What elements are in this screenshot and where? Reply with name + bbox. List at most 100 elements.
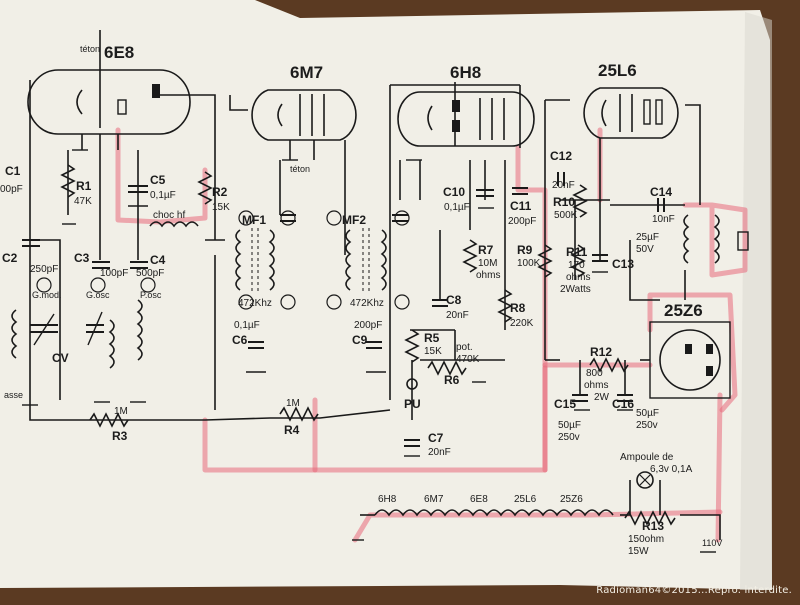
value-c16: 50µF	[636, 408, 659, 419]
label-110v: 110V	[702, 538, 722, 548]
wiring	[29, 30, 721, 540]
label-masse: asse	[4, 390, 23, 400]
tube-label-25z6: 25Z6	[664, 301, 703, 320]
label-c7: C7	[428, 431, 444, 445]
filament-label-3: 6E8	[470, 494, 488, 505]
label-choc-hf: choc hf	[153, 210, 185, 221]
label-c9: C9	[352, 333, 368, 347]
value-r12: 800	[586, 368, 603, 379]
label-r2: R2	[212, 185, 228, 199]
label-mf1: MF1	[242, 213, 266, 227]
value-c1: 00pF	[0, 184, 23, 195]
label-c6: C6	[232, 333, 248, 347]
label-c11: C11	[510, 199, 532, 213]
resistors	[60, 164, 676, 526]
label-c14: C14	[650, 185, 672, 199]
label-c10: C10	[443, 185, 465, 199]
label-c8: C8	[446, 293, 462, 307]
label-r13: R13	[642, 519, 664, 533]
value-r8: 220K	[510, 318, 534, 329]
value-r2: 15K	[212, 202, 230, 213]
label-p-osc: P.osc	[140, 290, 162, 300]
label-g-osc: G.osc	[86, 290, 110, 300]
tube-6h8: 6H8	[397, 63, 535, 147]
value-c12: 20nF	[552, 180, 575, 191]
label-pu: PU	[404, 397, 421, 411]
watts-r11: 2Watts	[560, 284, 591, 295]
value-c10: 0,1µF	[444, 202, 470, 213]
watts-r12: 2W	[594, 392, 610, 403]
value-r3: 1M	[114, 406, 128, 417]
label-r3: R3	[112, 429, 128, 443]
label-lamp-1: Ampoule de	[620, 452, 674, 463]
labels: C1 00pF R1 47K C5 0,1µF R2 15K choc hf C…	[0, 149, 722, 557]
value-r7: 10M	[478, 258, 497, 269]
value-r4: 1M	[286, 398, 300, 409]
label-r11: R11	[566, 245, 588, 259]
value-r6: 470K	[456, 354, 480, 365]
teton-label-2: téton	[290, 164, 310, 174]
value-r1: 47K	[74, 196, 92, 207]
value-c15: 50µF	[558, 420, 581, 431]
teton-label: téton	[80, 44, 100, 54]
tube-6m7: 6M7 téton	[251, 63, 357, 174]
label-r9: R9	[517, 243, 533, 257]
prefix-r6: pot.	[456, 342, 473, 353]
value-c7: 20nF	[428, 447, 451, 458]
label-c3: C3	[74, 251, 90, 265]
pu-input-jack-icon	[406, 378, 418, 390]
unit-r12: ohms	[584, 380, 608, 391]
voltage-c16: 250v	[636, 420, 658, 431]
value-c5: 0,1µF	[150, 190, 176, 201]
value-c6: 0,1µF	[234, 320, 260, 331]
unit-r7: ohms	[476, 270, 500, 281]
label-r8: R8	[510, 301, 526, 315]
value-r5: 15K	[424, 346, 442, 357]
label-cv: CV	[52, 351, 69, 365]
label-r7: R7	[478, 243, 494, 257]
unit-r11: ohms	[566, 272, 590, 283]
filament-chain: 6H8 6M7 6E8 25L6 25Z6	[378, 494, 583, 505]
label-r10: R10	[553, 195, 575, 209]
label-r12: R12	[590, 345, 612, 359]
label-c4: C4	[150, 253, 166, 267]
tube-label-6m7: 6M7	[290, 63, 323, 82]
label-r5: R5	[424, 331, 440, 345]
tube-6e8: 6E8 téton	[27, 40, 191, 150]
value-c4: 500pF	[136, 268, 164, 279]
label-c1: C1	[5, 164, 21, 178]
tube-label-6e8: 6E8	[104, 43, 134, 62]
label-r4: R4	[284, 423, 300, 437]
voltage-c15: 250v	[558, 432, 580, 443]
value-c8: 20nF	[446, 310, 469, 321]
label-c5: C5	[150, 173, 166, 187]
label-r1: R1	[76, 179, 92, 193]
label-c12: C12	[550, 149, 572, 163]
value-c2: 250pF	[30, 264, 58, 275]
value-r9: 100K	[517, 258, 541, 269]
label-r6: R6	[444, 373, 460, 387]
filament-label-5: 25Z6	[560, 494, 583, 505]
tube-label-25l6: 25L6	[598, 61, 637, 80]
filament-label-1: 6H8	[378, 494, 397, 505]
paper-sheet	[0, 0, 772, 590]
value-mf1-freq: 472Khz	[238, 298, 272, 309]
tube-label-6h8: 6H8	[450, 63, 481, 82]
value-c9: 200pF	[354, 320, 382, 331]
value-c11: 200pF	[508, 216, 536, 227]
label-c15: C15	[554, 397, 576, 411]
label-c13: C13	[612, 257, 634, 271]
value-c3: 100pF	[100, 268, 128, 279]
value-r10: 500K	[554, 210, 578, 221]
coils	[11, 214, 749, 517]
label-lamp-2: 6,3v 0,1A	[650, 464, 693, 475]
label-mf2: MF2	[342, 213, 366, 227]
label-c2: C2	[2, 251, 18, 265]
pilot-lamp-icon	[636, 471, 654, 489]
value2-c13: 50V	[636, 244, 654, 255]
value-c14: 10nF	[652, 214, 675, 225]
capacitors	[22, 172, 665, 447]
value-r13: 150ohm	[628, 534, 664, 545]
